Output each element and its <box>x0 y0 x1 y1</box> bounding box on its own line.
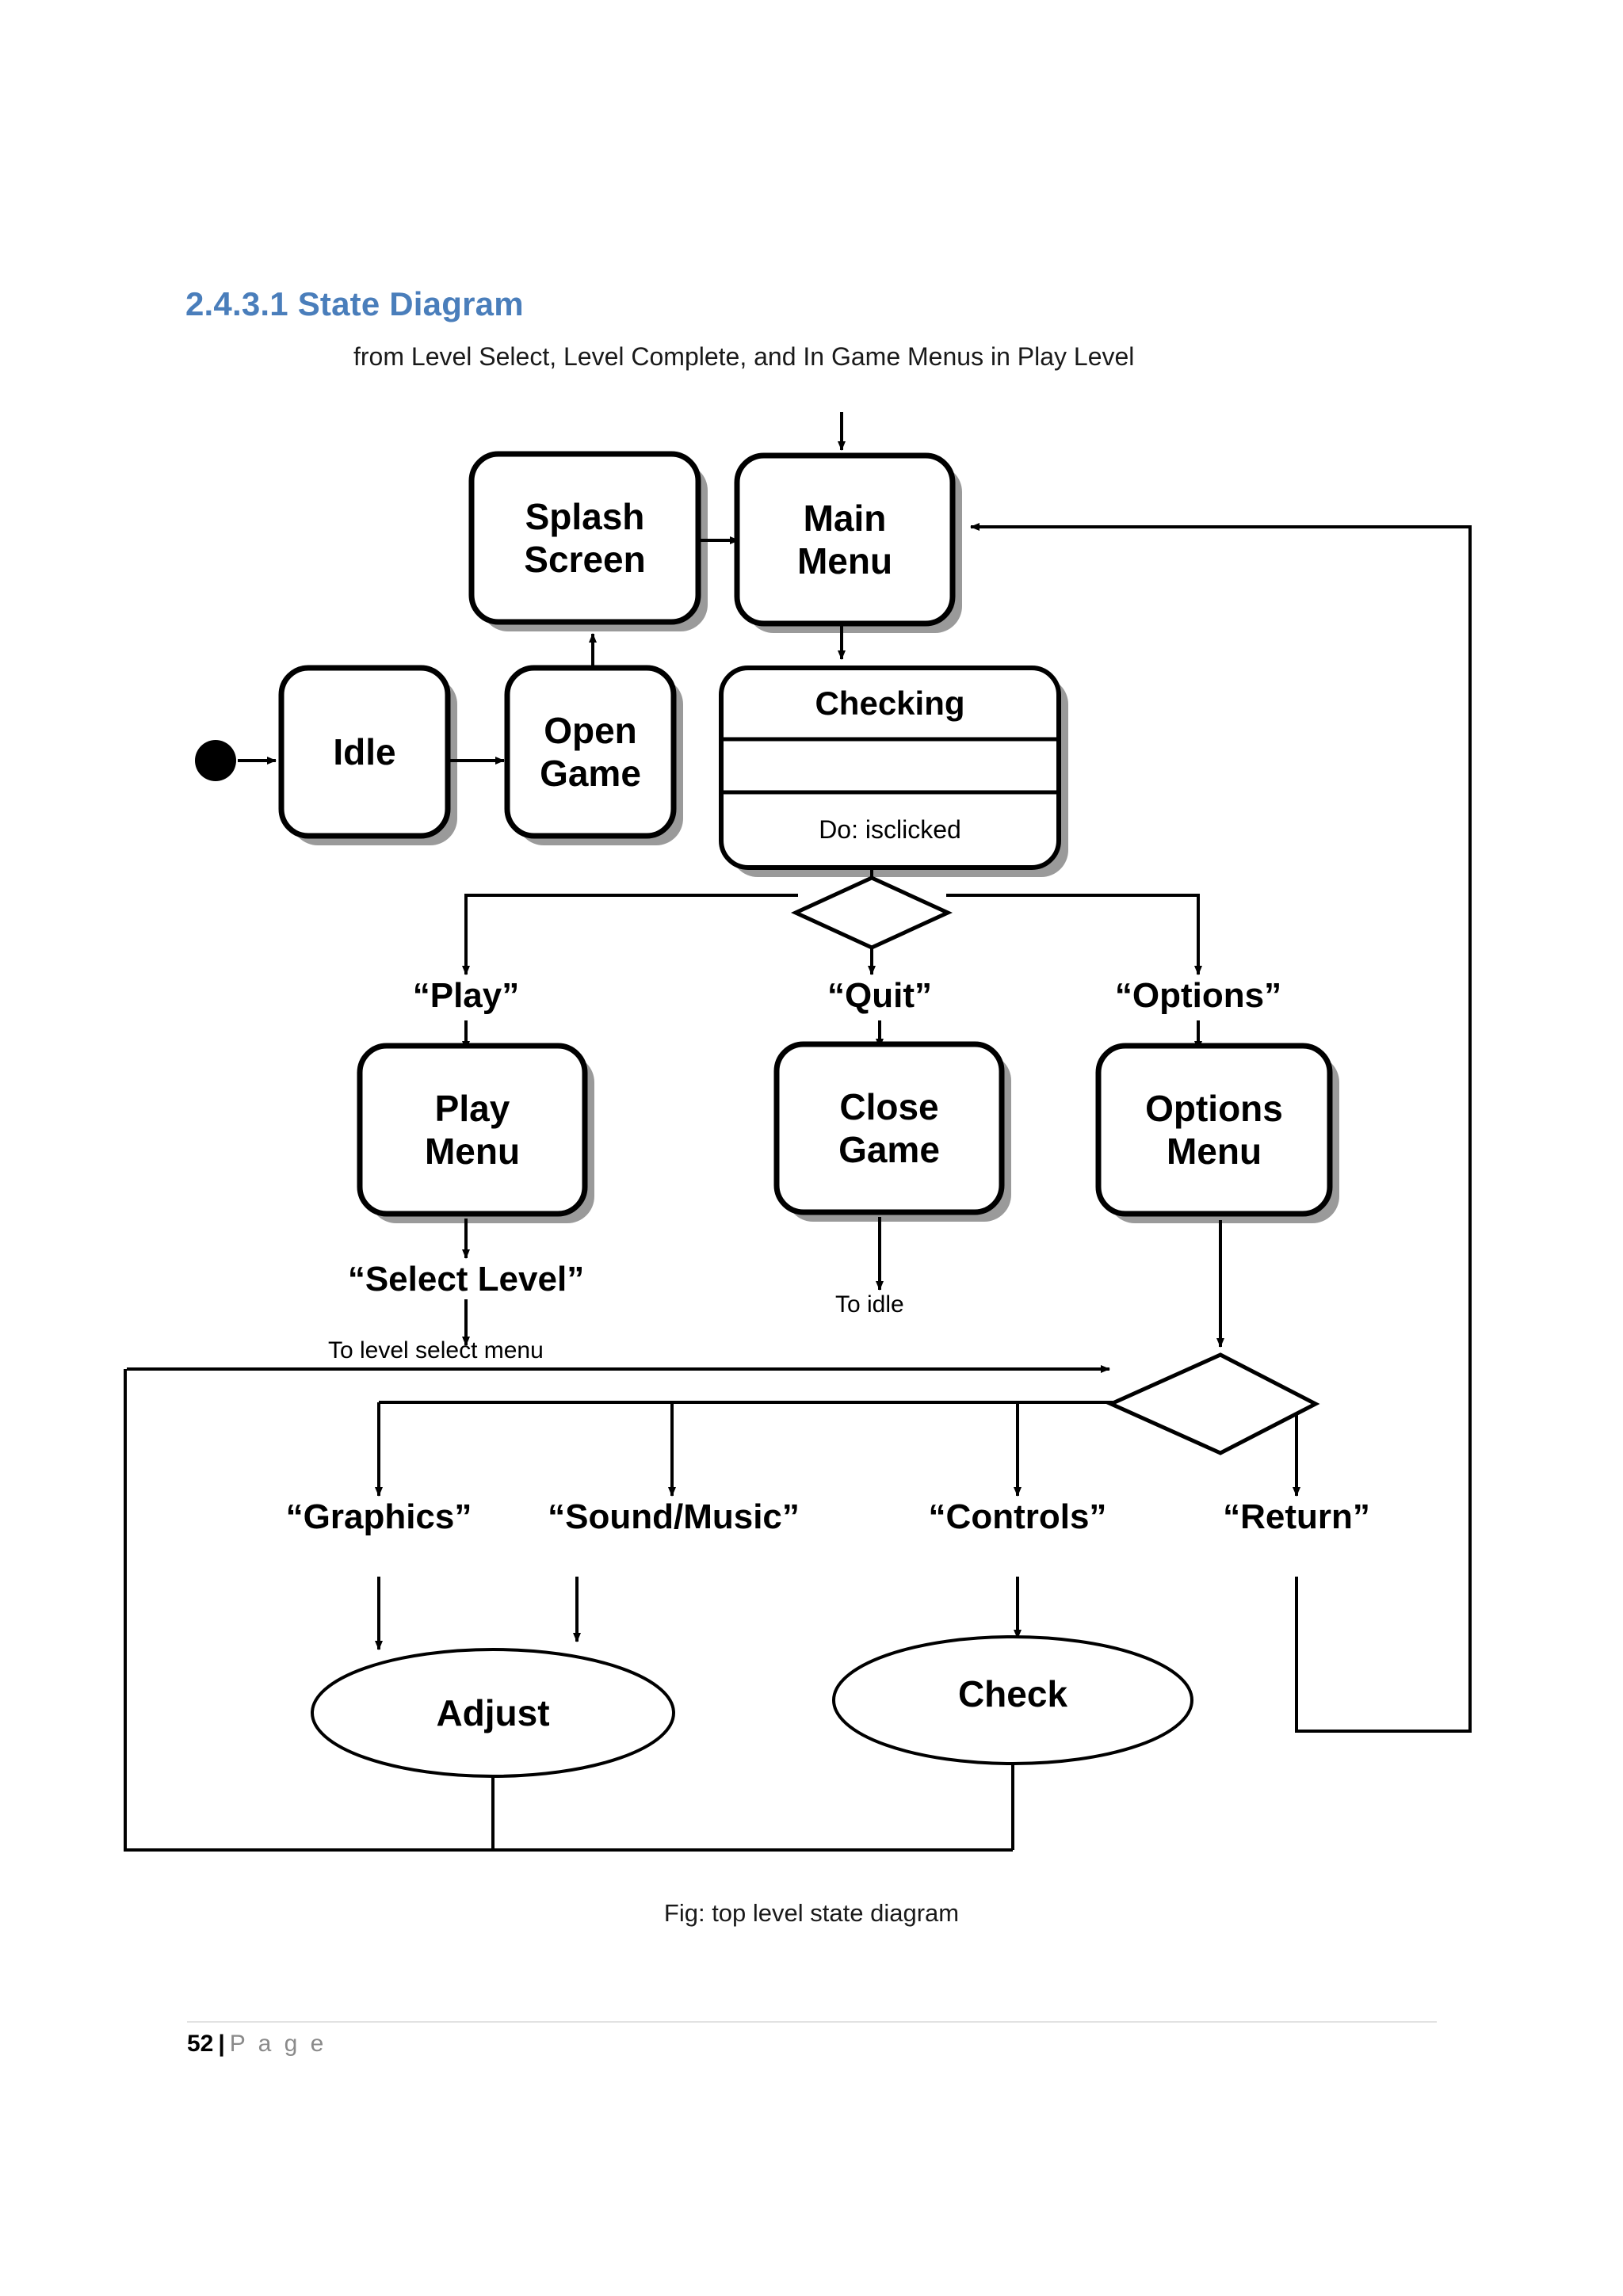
state-splash-screen <box>468 451 701 625</box>
guard-return-label: “Return” <box>1223 1497 1370 1536</box>
state-shapes <box>278 451 1333 1217</box>
decision-main-menu <box>790 875 953 950</box>
footer-separator: | <box>218 2031 225 2057</box>
section-subtitle: from Level Select, Level Complete, and I… <box>353 342 1135 371</box>
state-close-game <box>773 1041 1005 1215</box>
footer-page-word: P a g e <box>229 2031 327 2057</box>
activity-adjust <box>311 1648 675 1778</box>
note-to-idle: To idle <box>835 1291 904 1318</box>
section-heading: 2.4.3.1 State Diagram <box>185 285 524 322</box>
figure-caption: Fig: top level state diagram <box>663 1899 960 1927</box>
guard-select-level-label: “Select Level” <box>347 1260 585 1299</box>
note-to-level-select-menu: To level select menu <box>328 1337 544 1363</box>
state-main-menu <box>734 452 956 627</box>
footer-page-number: 52 <box>187 2031 214 2057</box>
page-footer: 52|P a g e <box>187 2031 327 2058</box>
guard-graphics-label: “Graphics” <box>285 1497 472 1536</box>
state-checking <box>719 666 1061 870</box>
decision-options-menu <box>1106 1352 1320 1455</box>
transition-edges <box>124 412 1472 1852</box>
state-options-menu <box>1095 1043 1333 1217</box>
guard-quit-label: “Quit” <box>827 976 932 1015</box>
state-open-game <box>504 665 677 839</box>
footer-divider <box>187 2021 1437 2023</box>
guard-options-label: “Options” <box>1114 976 1282 1015</box>
activity-check <box>832 1635 1193 1765</box>
state-play-menu <box>357 1043 588 1217</box>
state-idle <box>278 665 451 839</box>
guard-sound-music-label: “Sound/Music” <box>548 1497 800 1536</box>
guard-play-label: “Play” <box>412 976 520 1015</box>
initial-state-icon <box>195 740 236 781</box>
guard-controls-label: “Controls” <box>928 1497 1107 1536</box>
